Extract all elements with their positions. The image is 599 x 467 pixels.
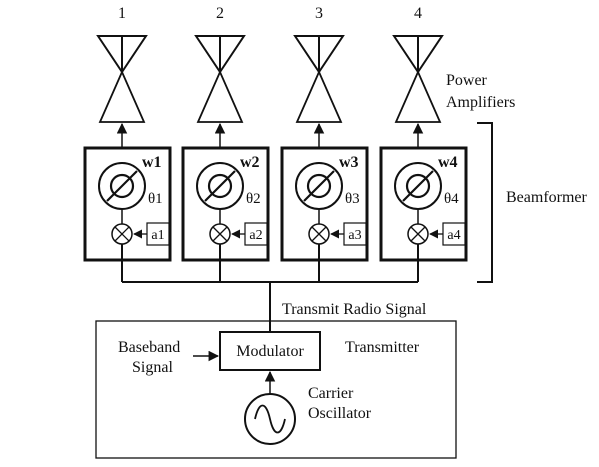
transmit-radio-signal-label: Transmit Radio Signal [282,301,427,318]
phase-label: θ4 [444,191,459,207]
power-amplifiers-label-line1: Power [446,72,488,89]
antenna-number: 3 [315,5,323,22]
phase-shifter-inner-icon [405,173,431,199]
power-amplifier-icon [196,69,244,123]
amplitude-label: a2 [249,228,262,243]
antenna-icon [194,35,246,74]
mixer-cross-icon [311,226,327,242]
beamformer-block [181,146,270,262]
transmitter-box [95,320,457,459]
antenna-icon [293,35,345,74]
power-amplifier-icon [98,69,146,123]
power-amplifier-icon [394,69,442,123]
amplitude-label: a3 [348,228,361,243]
signal-bus [122,281,418,321]
mixer-cross-icon [410,226,426,242]
amplitude-label: a1 [151,228,164,243]
power-amplifiers-label-line2: Amplifiers [446,94,515,111]
antenna-icon [392,35,444,74]
baseband-label-line2: Signal [132,359,173,376]
antenna-channels: 1 w1 θ1 a1 2 w2 θ2 a2 3 w3 θ3 a3 4 w4 θ4 a4 [83,5,468,282]
baseband-label-line1: Baseband [118,339,180,356]
power-amplifier-icon [295,69,343,123]
antenna-icon [96,35,148,74]
phase-shifter-slash-icon [303,170,335,202]
beamformer-block [280,146,369,262]
antenna-number: 2 [216,5,224,22]
carrier-oscillator-label-line2: Oscillator [308,405,372,422]
phase-label: θ1 [148,191,163,207]
antenna-number: 1 [118,5,126,22]
phase-shifter-slash-icon [402,170,434,202]
phase-label: θ3 [345,191,360,207]
mixer-cross-icon [212,226,228,242]
phase-shifter-slash-icon [106,170,138,202]
carrier-oscillator-label-line1: Carrier [308,385,354,402]
beamformer-bracket [477,122,493,283]
weight-label: w4 [438,154,458,171]
weight-label: w1 [142,154,162,171]
amplitude-label: a4 [447,228,460,243]
phase-shifter-inner-icon [207,173,233,199]
antenna-channel: 2 w2 θ2 a2 [181,5,270,282]
antenna-number: 4 [414,5,422,22]
transmitter-label: Transmitter [345,339,420,356]
phase-shifter-inner-icon [109,173,135,199]
carrier-oscillator-symbol [244,393,296,445]
mixer-cross-icon [114,226,130,242]
antenna-channel: 4 w4 θ4 a4 [379,5,468,282]
beamformer-block [83,146,172,262]
phase-shifter-inner-icon [306,173,332,199]
weight-label: w3 [339,154,359,171]
weight-label: w2 [240,154,260,171]
beamformer-label: Beamformer [506,189,588,206]
phase-shifter-slash-icon [204,170,236,202]
phase-label: θ2 [246,191,261,207]
antenna-channel: 1 w1 θ1 a1 [83,5,172,282]
beamformer-block [379,146,468,262]
antenna-channel: 3 w3 θ3 a3 [280,5,369,282]
modulator-label: Modulator [236,343,304,360]
